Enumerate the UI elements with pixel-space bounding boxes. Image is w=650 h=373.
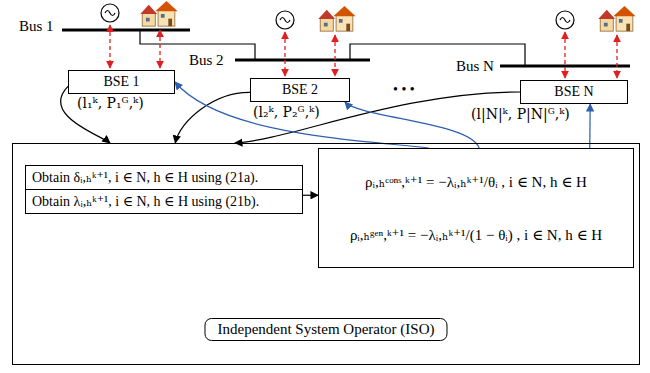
formula-text: ρᵢ,ₕᶜᵒⁿˢ,ᵏ⁺¹ = −λᵢ,ₕᵏ⁺¹/θᵢ , i ∈ N, h ∈ … [365, 173, 587, 191]
bse-box: BSE 2 [250, 78, 350, 102]
bus-label: Bus N [455, 58, 495, 75]
ellipsis: • • • [392, 82, 416, 98]
generator-symbol [556, 11, 574, 29]
signal-label: (l₁ᵏ, P₁ᴳ,ᵏ) [76, 95, 145, 111]
box-label: BSE 1 [103, 74, 139, 90]
bse-box: BSE 1 [68, 70, 175, 94]
power-flow-arrows [110, 25, 617, 78]
generator-symbol [276, 11, 294, 29]
panel-title: Independent System Operator (ISO) [204, 318, 447, 341]
connector [175, 82, 429, 148]
house-icon [598, 6, 635, 31]
bus-bar [62, 29, 190, 32]
connector [345, 102, 479, 148]
house-icon [140, 1, 177, 26]
bus-label: Bus 1 [18, 18, 55, 35]
formula-text: ρᵢ,ₕᵍᵉⁿ,ᵏ⁺¹ = −λᵢ,ₕᵏ⁺¹/(1 − θᵢ) , i ∈ N,… [350, 226, 602, 244]
connector [589, 104, 591, 148]
bus-label: Bus 2 [188, 52, 225, 69]
house-icon [318, 6, 355, 31]
box-label: Obtain δᵢ,ₕᵏ⁺¹, i ∈ N, h ∈ H using (21a)… [32, 169, 258, 186]
box-label: Obtain λᵢ,ₕᵏ⁺¹, i ∈ N, h ∈ H using (21b)… [32, 193, 259, 210]
step-box: Obtain δᵢ,ₕᵏ⁺¹, i ∈ N, h ∈ H using (21a)… [25, 165, 303, 190]
line-link [350, 44, 525, 66]
box-label: BSE N [554, 84, 593, 100]
box-label: BSE 2 [282, 82, 318, 98]
generator-symbol [101, 4, 119, 22]
signal-label: (l₂ᵏ, P₂ᴳ,ᵏ) [252, 104, 321, 120]
connector [303, 195, 318, 196]
iso-panel: Independent System Operator (ISO) Obtain … [12, 143, 640, 365]
connector [175, 92, 250, 143]
signal-label: (l|N|ᵏ, P|N|ᴳ,ᵏ) [470, 106, 571, 122]
step-box: Obtain λᵢ,ₕᵏ⁺¹, i ∈ N, h ∈ H using (21b)… [25, 189, 303, 214]
bse-box: BSE N [520, 80, 628, 104]
formula-box: ρᵢ,ₕᶜᵒⁿˢ,ᵏ⁺¹ = −λᵢ,ₕᵏ⁺¹/θᵢ , i ∈ N, h ∈ … [318, 148, 634, 268]
